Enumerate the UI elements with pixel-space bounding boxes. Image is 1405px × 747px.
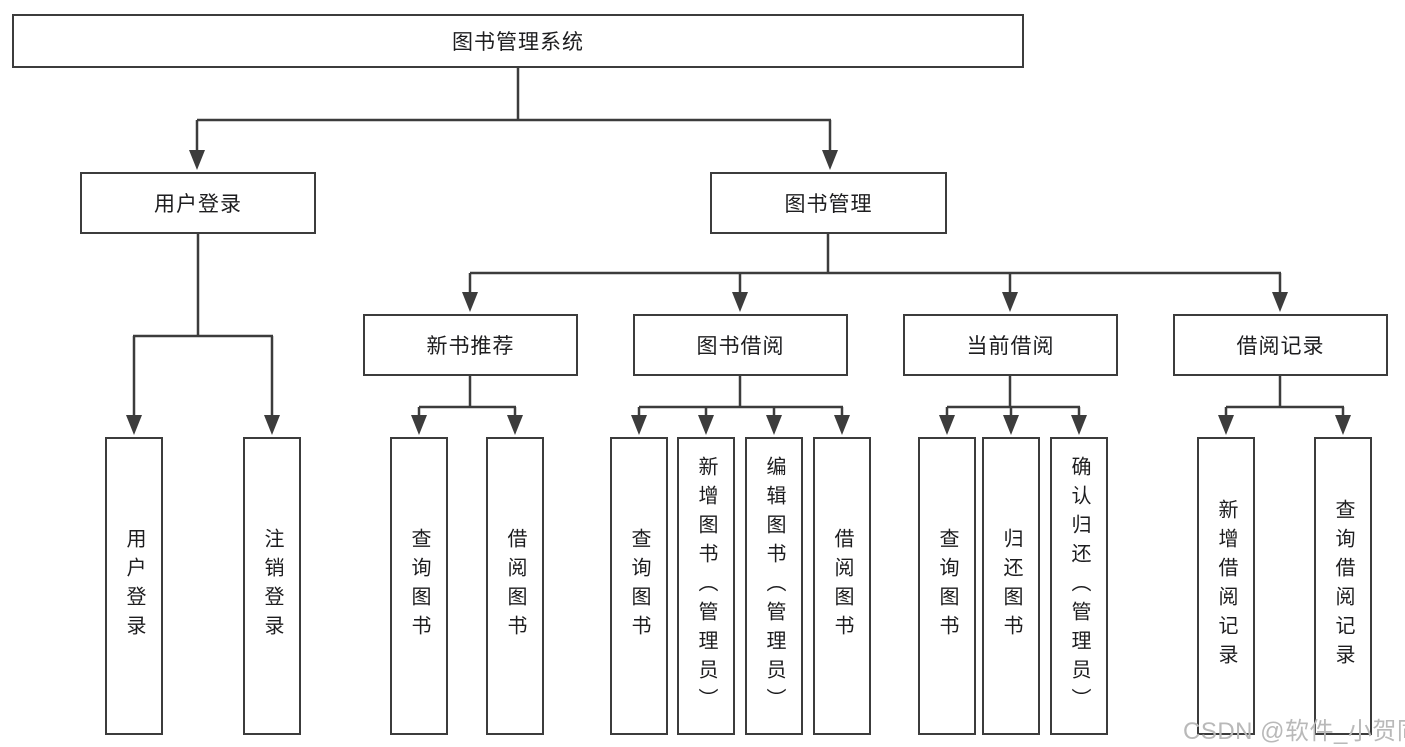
node-borrowing-records: 借阅记录	[1173, 314, 1388, 376]
node-book-borrowing: 图书借阅	[633, 314, 848, 376]
node-label: 当前借阅	[966, 335, 1055, 358]
node-user-login-branch: 用户登录	[80, 172, 316, 234]
leaf-logout: 注销登录	[243, 437, 301, 735]
leaf-query-books-current: 查询图书	[918, 437, 976, 735]
leaf-label: 借阅图书	[504, 528, 526, 644]
leaf-add-borrow-record: 新增借阅记录	[1197, 437, 1255, 735]
node-new-book-recommendation: 新书推荐	[363, 314, 578, 376]
leaf-label: 确认归还（管理员）	[1068, 455, 1090, 717]
node-label: 图书管理系统	[452, 31, 584, 54]
node-label: 借阅记录	[1236, 335, 1325, 358]
leaf-label: 新增图书（管理员）	[695, 455, 717, 717]
leaf-label: 归还图书	[1000, 528, 1022, 644]
leaf-return-books: 归还图书	[982, 437, 1040, 735]
node-label: 用户登录	[154, 193, 242, 216]
leaf-borrow-books-recommend: 借阅图书	[486, 437, 544, 735]
leaf-add-books-admin: 新增图书（管理员）	[677, 437, 735, 735]
node-label: 新书推荐	[426, 335, 515, 358]
leaf-borrow-books: 借阅图书	[813, 437, 871, 735]
leaf-label: 用户登录	[123, 528, 145, 644]
leaf-label: 注销登录	[261, 528, 283, 644]
node-current-borrowing: 当前借阅	[903, 314, 1118, 376]
leaf-query-books-recommend: 查询图书	[390, 437, 448, 735]
leaf-label: 查询图书	[936, 528, 958, 644]
leaf-confirm-return-admin: 确认归还（管理员）	[1050, 437, 1108, 735]
leaf-label: 新增借阅记录	[1215, 499, 1237, 673]
leaf-query-borrow-record: 查询借阅记录	[1314, 437, 1372, 735]
leaf-query-books-borrow: 查询图书	[610, 437, 668, 735]
node-label: 图书借阅	[696, 335, 785, 358]
leaf-label: 查询借阅记录	[1332, 499, 1354, 673]
node-book-management-branch: 图书管理	[710, 172, 947, 234]
node-library-management-system: 图书管理系统	[12, 14, 1024, 68]
leaf-label: 查询图书	[628, 528, 650, 644]
leaf-edit-books-admin: 编辑图书（管理员）	[745, 437, 803, 735]
leaf-label: 编辑图书（管理员）	[763, 455, 785, 717]
node-label: 图书管理	[784, 193, 873, 216]
leaf-label: 借阅图书	[831, 528, 853, 644]
leaf-label: 查询图书	[408, 528, 430, 644]
leaf-user-login: 用户登录	[105, 437, 163, 735]
